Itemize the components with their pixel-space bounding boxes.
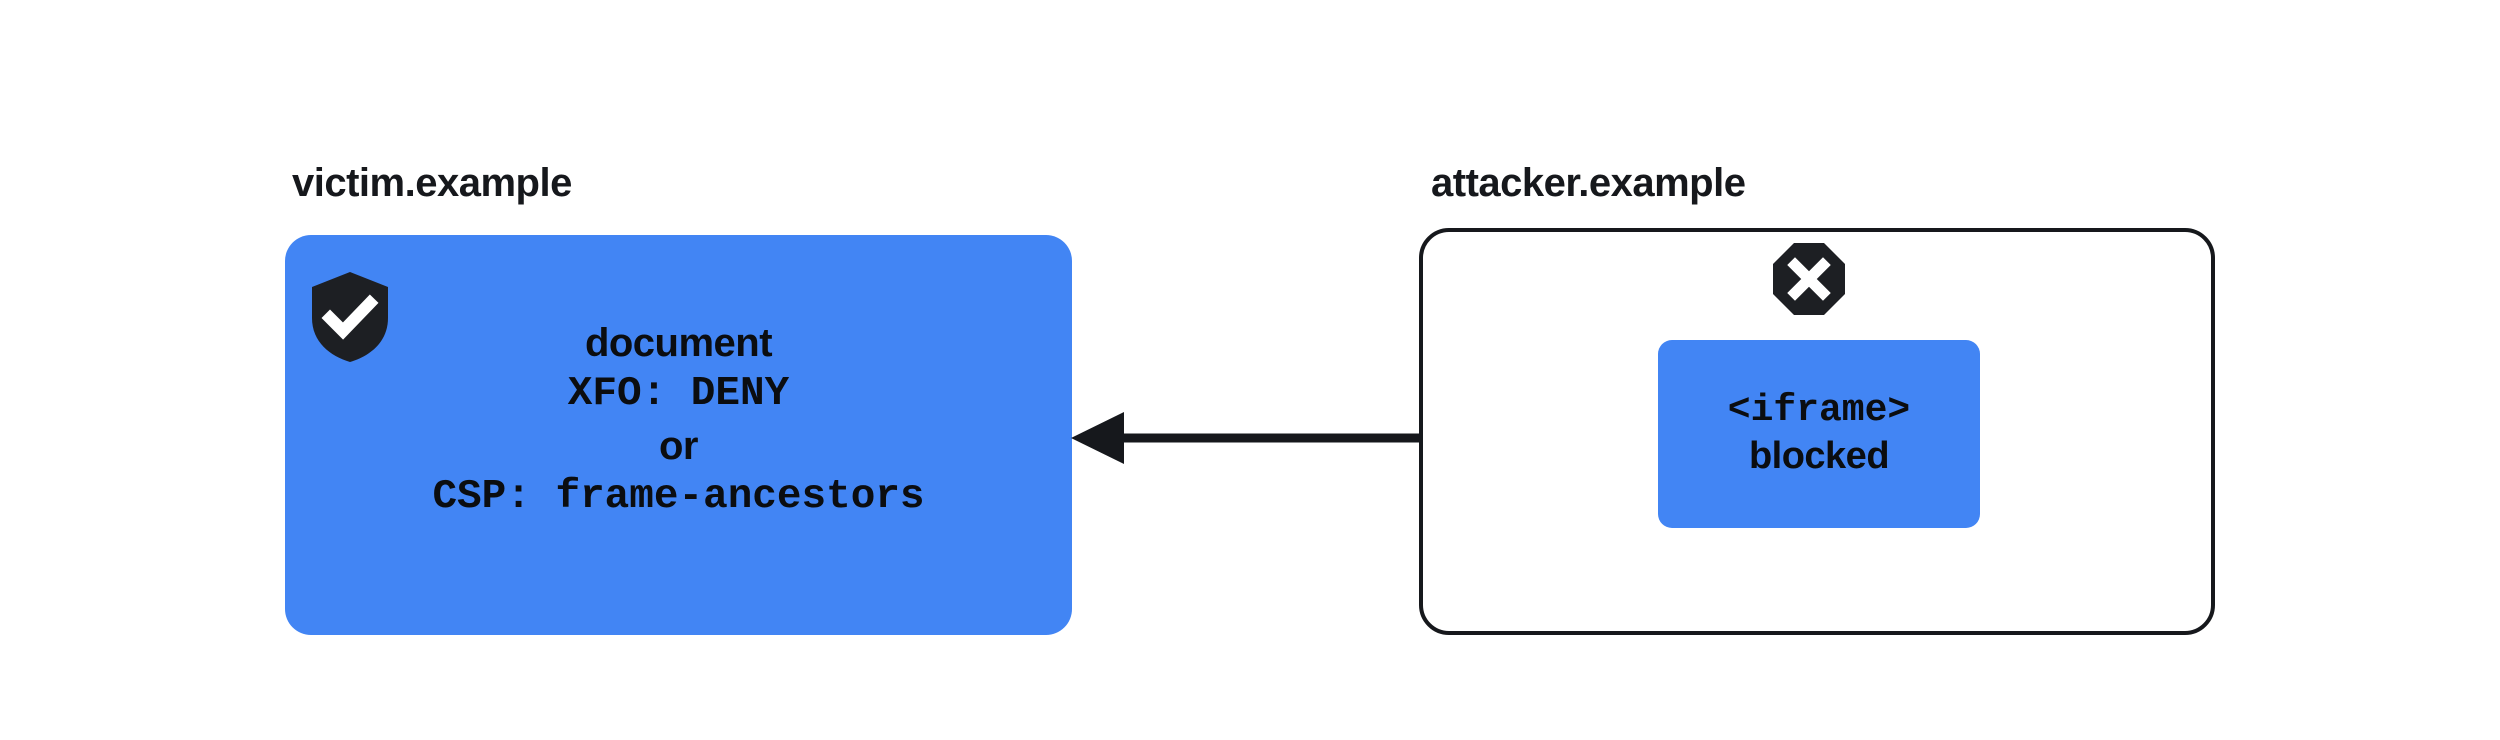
victim-policy-text: document XFO: DENY or CSP: frame-ancesto… xyxy=(285,320,1072,526)
victim-policy-line-2: XFO: DENY xyxy=(567,370,790,417)
victim-policy-line-1: document xyxy=(584,321,773,365)
shield-check-icon xyxy=(312,272,388,362)
iframe-blocked-chip: <iframe> blocked xyxy=(1658,340,1980,528)
iframe-blocked-text: blocked xyxy=(1748,435,1890,477)
attacker-origin-label: attacker.example xyxy=(1431,161,1746,205)
victim-document-box xyxy=(285,235,1072,635)
octagon-x-icon xyxy=(1773,243,1845,315)
victim-policy-line-3: or xyxy=(659,423,699,468)
victim-origin-label: victim.example xyxy=(292,161,572,205)
iframe-tag-text: <iframe> xyxy=(1727,389,1911,433)
victim-policy-line-4: CSP: frame-ancestors xyxy=(432,473,925,520)
